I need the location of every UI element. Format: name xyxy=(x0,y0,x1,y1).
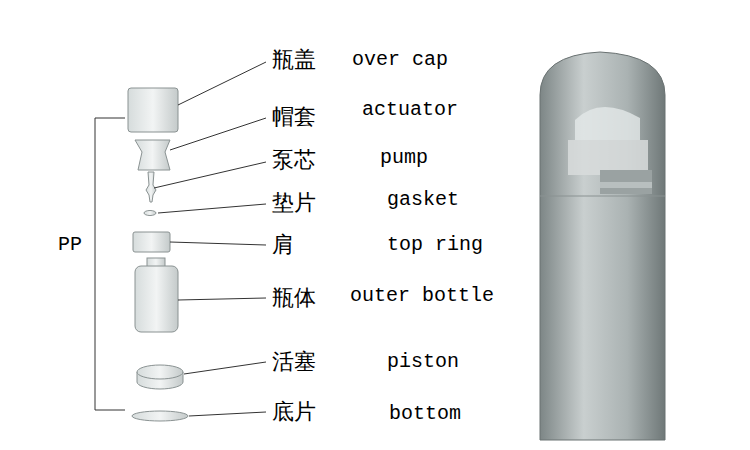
assembled-bottle xyxy=(540,52,665,440)
leader-line xyxy=(158,204,266,213)
part-name-en: bottom xyxy=(387,403,463,425)
over-cap-part xyxy=(128,88,178,132)
top-ring-part xyxy=(133,232,170,252)
part-name-zh: 肩 xyxy=(270,233,296,257)
exploded-parts xyxy=(128,88,188,421)
pump-part xyxy=(146,172,156,202)
part-name-en: top ring xyxy=(385,234,485,256)
bracket xyxy=(95,118,125,410)
bottom-part xyxy=(132,411,188,421)
leader-line xyxy=(189,412,266,416)
leader-lines xyxy=(95,62,266,416)
leader-line xyxy=(170,242,266,245)
part-name-en: gasket xyxy=(385,189,461,211)
leader-line xyxy=(178,298,266,300)
part-name-zh: 泵芯 xyxy=(270,148,318,172)
part-name-zh: 活塞 xyxy=(270,350,318,374)
part-name-zh: 垫片 xyxy=(270,191,318,215)
leader-line xyxy=(184,362,266,374)
part-name-zh: 瓶盖 xyxy=(270,48,318,72)
leader-line xyxy=(178,62,266,105)
gasket-part xyxy=(144,211,156,216)
outer-bottle-part xyxy=(135,266,178,332)
leader-line xyxy=(154,162,266,188)
part-name-zh: 底片 xyxy=(270,400,318,424)
part-name-en: PP xyxy=(56,234,84,256)
piston-top xyxy=(137,365,183,379)
part-name-zh: 瓶体 xyxy=(270,286,318,310)
actuator-part xyxy=(135,140,170,170)
part-name-en: pump xyxy=(378,147,430,169)
part-name-zh: 帽套 xyxy=(270,105,318,129)
leader-line xyxy=(170,118,266,150)
part-name-en: over cap xyxy=(350,49,450,71)
part-name-en: outer bottle xyxy=(348,285,496,307)
part-name-en: piston xyxy=(385,351,461,373)
part-name-en: actuator xyxy=(360,99,460,121)
